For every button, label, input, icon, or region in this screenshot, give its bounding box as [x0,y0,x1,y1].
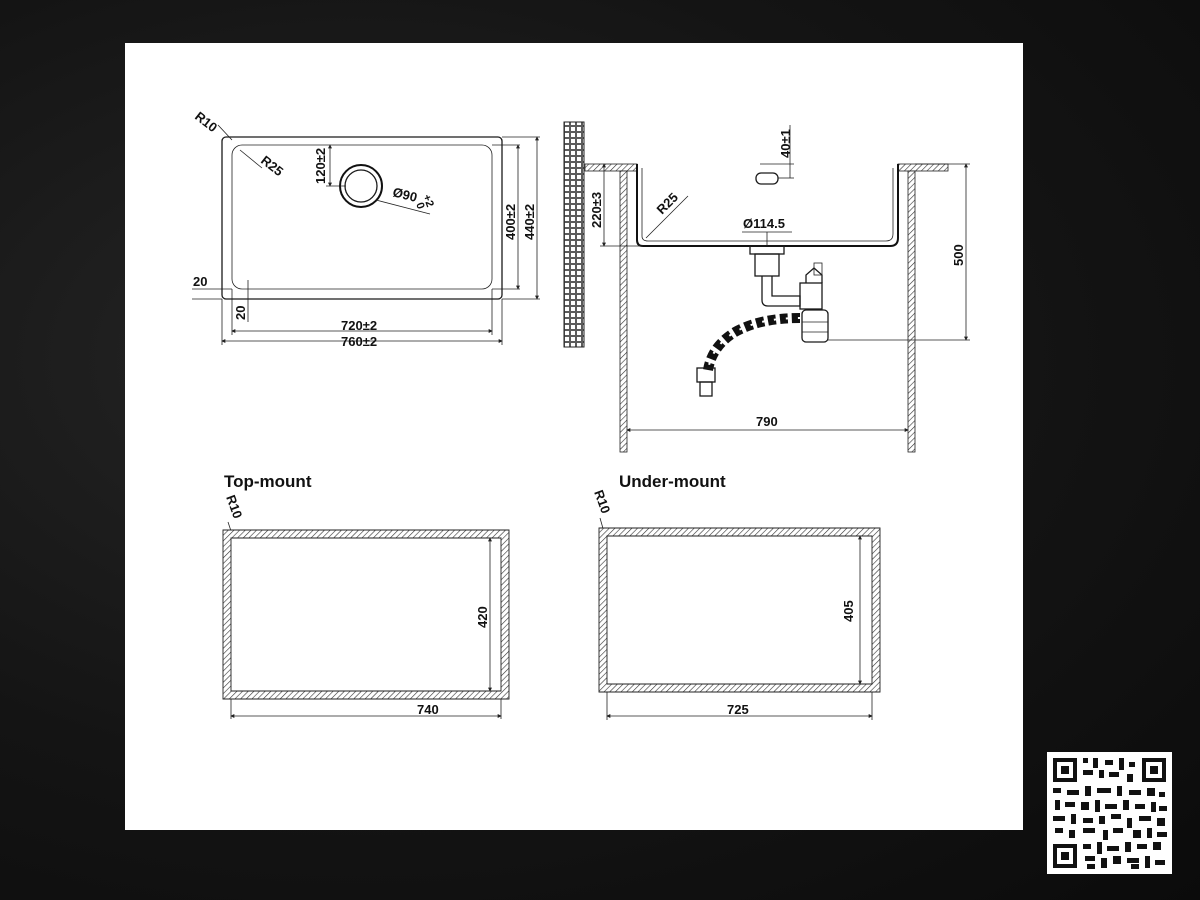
cabinet-wall-left [619,170,628,453]
under-mount-width: 725 [727,702,749,717]
qr-code-image [1047,752,1172,874]
label-120: 120±2 [313,148,328,184]
top-mount-frame [222,529,510,700]
label-400: 400±2 [503,204,518,240]
sink-outer-outline [221,136,503,300]
label-220: 220±3 [589,192,604,228]
label-500: 500 [951,244,966,266]
cabinet-wall-right [907,170,916,453]
bottle-trap [801,309,829,343]
label-drain-diameter: Ø90 [391,184,418,205]
drain-strainer [749,245,785,255]
label-40: 40±1 [778,129,793,158]
side-view: 40±1 220±3 R25 Ø114.5 500 790 [563,121,970,453]
label-r25-top: R25 [258,153,286,180]
qr-code [1047,752,1172,874]
drain-hose [703,313,801,372]
drain-inner-circle [344,169,378,203]
under-mount-height: 405 [841,600,856,622]
under-mount-frame [598,527,881,693]
countertop-right [897,163,949,172]
drain-outer-circle [339,164,383,208]
label-20-left: 20 [193,274,207,289]
label-440: 440±2 [522,204,537,240]
trap-connector [799,282,823,310]
overflow-slot [755,172,779,185]
wall-tiles [563,121,585,348]
countertop-left [584,163,638,172]
drain-body [754,253,780,277]
label-720: 720±2 [341,318,377,333]
label-790: 790 [756,414,778,429]
under-mount-title: Under-mount [619,472,726,491]
under-mount-cutout: Under-mount R10 405 725 [591,472,881,720]
top-mount-r10: R10 [223,493,245,521]
label-760: 760±2 [341,334,377,349]
top-view: R10 R25 120±2 Ø90 +2 0 400±2 440±2 20 20… [192,109,540,349]
label-r10-top: R10 [192,109,220,136]
label-outlet-diameter: Ø114.5 [743,216,785,231]
top-mount-cutout: Top-mount R10 420 740 [222,472,510,719]
label-drain-tol-zero: 0 [413,201,426,211]
sink-bowl-outline [231,144,493,290]
label-drain-tol-plus: +2 [420,193,436,209]
top-mount-width: 740 [417,702,439,717]
label-20-inner: 20 [233,306,248,320]
top-mount-height: 420 [475,606,490,628]
under-mount-r10: R10 [591,488,613,516]
label-r25-side: R25 [654,190,681,217]
top-mount-title: Top-mount [224,472,312,491]
